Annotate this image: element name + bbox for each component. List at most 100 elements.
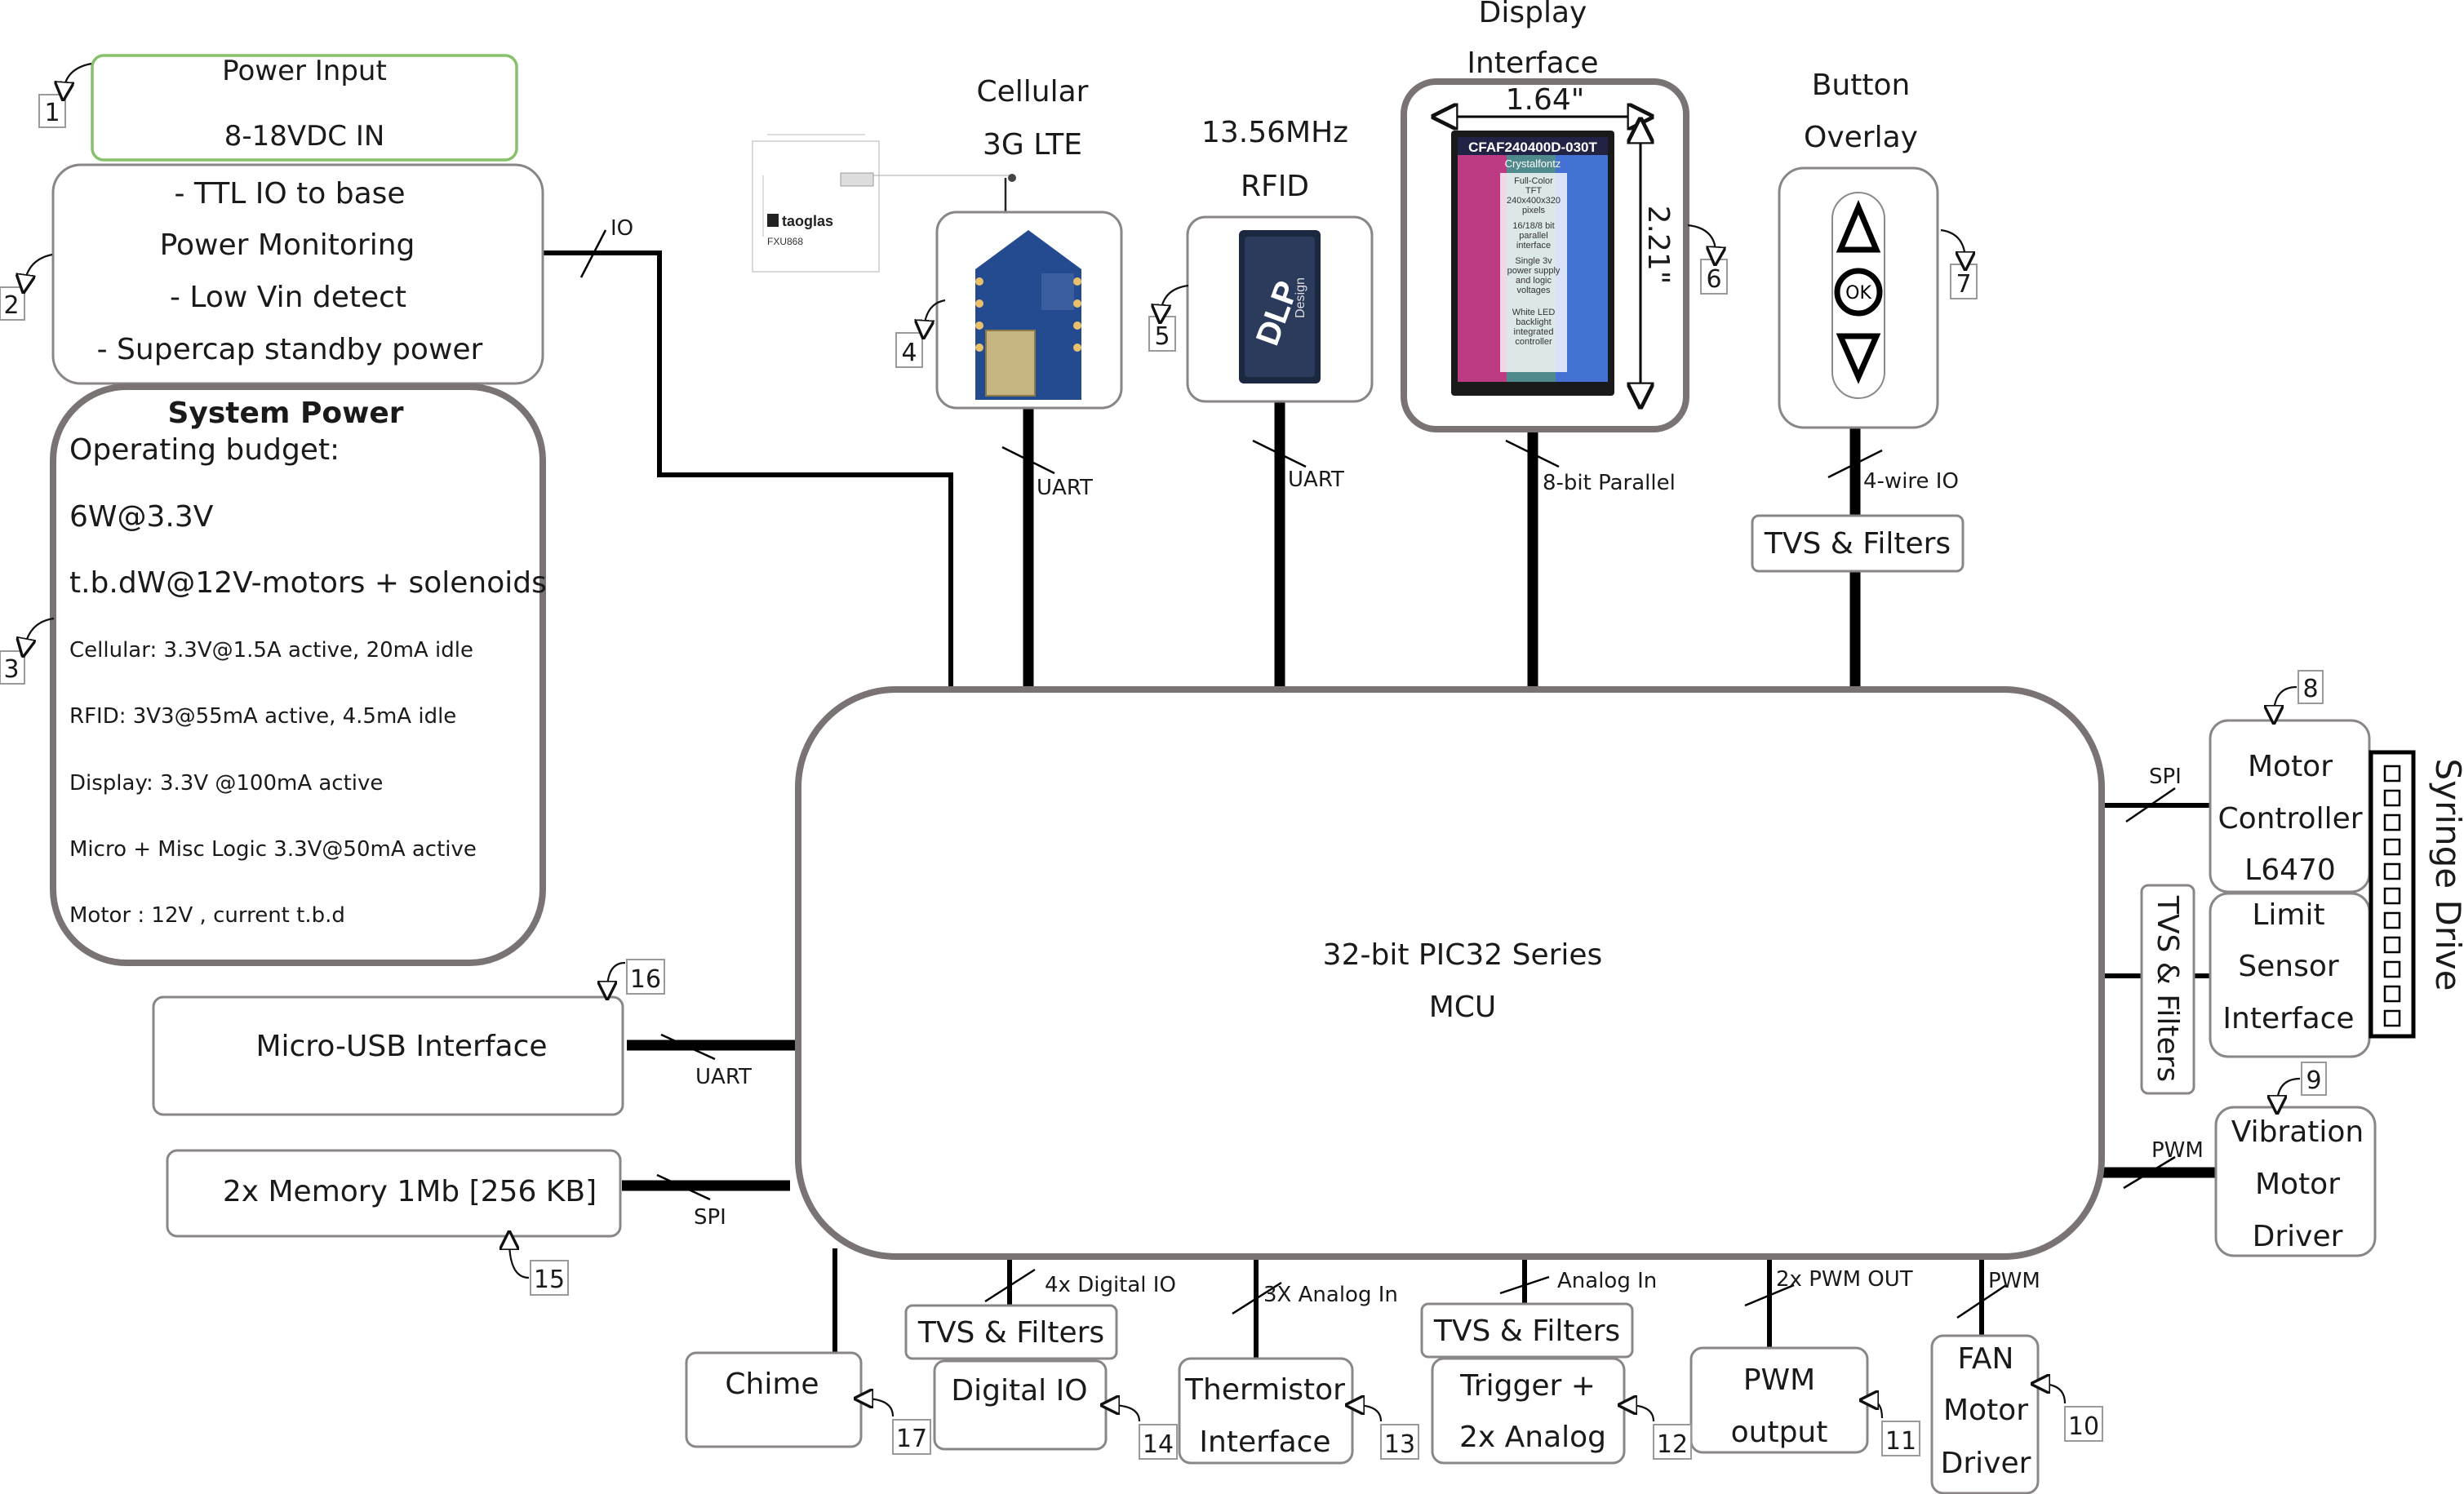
digital-io-block: TVS & Filters Digital IO <box>904 1304 1118 1451</box>
screen-line: Full-Color <box>1514 176 1553 186</box>
tag-10-label: 10 <box>2068 1412 2099 1441</box>
trigger-tvs-label: TVS & Filters <box>1433 1314 1620 1348</box>
fan-motor-box <box>1930 1334 2040 1494</box>
vibration-pwm-label: PWM <box>2151 1138 2204 1163</box>
fan-motor-line-2: Motor <box>1943 1394 2028 1427</box>
thermistor-block: Thermistor Interface <box>1178 1357 1354 1465</box>
cellular-block: Cellular 3G LTE taoglas FXU868 <box>752 75 1123 410</box>
rfid-bus-label: UART <box>1288 468 1344 492</box>
system-power-cellular: Cellular: 3.3V@1.5A active, 20mA idle <box>69 638 473 663</box>
tag-2-arrow <box>24 253 53 284</box>
system-power-line-1: Operating budget: <box>69 433 340 467</box>
tag-10-arrow <box>2040 1384 2067 1404</box>
screen-model: CFAF240400D-030T <box>1468 140 1597 155</box>
chime-block: Chime <box>685 1351 863 1448</box>
base-io-line-4: - Supercap standby power <box>97 333 483 366</box>
motor-controller-line-1: Motor <box>2248 750 2333 783</box>
base-io-line-2: Power Monitoring <box>160 228 415 262</box>
motor-spi-label: SPI <box>2149 765 2182 789</box>
micro-usb-box <box>152 995 624 1116</box>
tag-3-arrow <box>24 617 55 648</box>
syringe-cells <box>2383 765 2401 1027</box>
down-arrow-icon <box>1836 333 1881 384</box>
tag-14-label: 14 <box>1143 1430 1174 1459</box>
memory-box <box>166 1149 622 1238</box>
tag-15-arrow <box>509 1240 530 1279</box>
up-arrow-icon <box>1836 200 1881 253</box>
usb-bus-label: UART <box>695 1065 752 1089</box>
digital-io-tvs-box <box>904 1304 1118 1360</box>
cellular-title-2: 3G LTE <box>983 128 1082 162</box>
tag-12-label: 12 <box>1657 1430 1688 1459</box>
screen-line: controller <box>1515 337 1552 347</box>
system-power-line-2: 6W@3.3V <box>69 500 214 534</box>
tag-14 <box>1139 1424 1178 1460</box>
tag-17 <box>892 1419 931 1455</box>
tag-15 <box>530 1260 569 1296</box>
xbee-module-image <box>975 230 1081 400</box>
ok-button-icon <box>1834 268 1883 317</box>
limit-sensor-line-2: Sensor <box>2238 950 2339 983</box>
base-io-line-1: - TTL IO to base <box>174 177 405 211</box>
tag-4-label: 4 <box>901 339 917 367</box>
tag-17-arrow <box>864 1399 895 1417</box>
antenna-brand: taoglas <box>782 213 833 229</box>
tag-8-label: 8 <box>2302 675 2318 703</box>
tag-8 <box>2298 670 2324 704</box>
thermistor-bus-label: 3X Analog In <box>1263 1283 1398 1307</box>
micro-usb-block: Micro-USB Interface <box>152 995 624 1116</box>
digital-io-bus-label: 4x Digital IO <box>1045 1273 1176 1297</box>
tag-1-label: 1 <box>44 99 60 127</box>
limit-sensor-block: Limit Sensor Interface TVS & Filters <box>2140 884 2371 1095</box>
button-tvs-filter-label: TVS & Filters <box>1764 527 1951 561</box>
button-tvs-filter-box <box>1751 514 1965 573</box>
pwm-out-bus-label: 2x PWM OUT <box>1776 1267 1913 1292</box>
system-power-motor: Motor : 12V , current t.b.d <box>69 903 345 928</box>
tag-13-label: 13 <box>1384 1430 1415 1459</box>
tag-14-arrow <box>1110 1405 1141 1422</box>
chime-label: Chime <box>725 1368 819 1401</box>
digital-io-label: Digital IO <box>951 1374 1087 1408</box>
limit-sensor-line-3: Interface <box>2222 1002 2354 1035</box>
button-bus-label: 4-wire IO <box>1863 469 1959 494</box>
tag-12-arrow <box>1627 1405 1655 1422</box>
system-power-line-3: t.b.dW@12V-motors + solenoids <box>69 566 547 600</box>
tag-17-label: 17 <box>896 1425 927 1453</box>
syringe-drive-label: Syringe Drive <box>2428 759 2464 991</box>
rfid-title-2: RFID <box>1241 170 1309 203</box>
tag-11-arrow <box>1869 1400 1884 1419</box>
tag-11-label: 11 <box>1885 1427 1916 1456</box>
rfid-block: 13.56MHz RFID DLP Design <box>1186 116 1374 403</box>
tag-13 <box>1380 1424 1419 1460</box>
mcu-line-2: MCU <box>1429 991 1497 1024</box>
tag-16-label: 16 <box>630 965 661 994</box>
vibration-line-3: Driver <box>2253 1220 2343 1253</box>
tag-9-arrow <box>2277 1077 2301 1105</box>
tag-12 <box>1653 1424 1692 1460</box>
button-overlay-block: Button Overlay OK TVS & Filters <box>1751 69 1965 573</box>
ok-label: OK <box>1845 283 1871 304</box>
display-title-2: Interface <box>1467 47 1598 80</box>
display-title-1: Display <box>1479 0 1587 29</box>
display-width-label: 1.64" <box>1506 83 1585 117</box>
tag-11 <box>1881 1421 1920 1456</box>
tag-5-label: 5 <box>1154 322 1170 351</box>
cellular-title-1: Cellular <box>977 75 1089 109</box>
rfid-module-sub: Design <box>1294 277 1307 318</box>
button-overlay-title-1: Button <box>1812 69 1911 102</box>
screen-line: backlight <box>1516 317 1551 327</box>
tag-9 <box>2301 1062 2327 1096</box>
micro-usb-label: Micro-USB Interface <box>255 1030 547 1063</box>
system-power-micro: Micro + Misc Logic 3.3V@50mA active <box>69 837 477 862</box>
screen-line: TFT <box>1525 186 1542 196</box>
tag-13-arrow <box>1355 1405 1383 1422</box>
antenna-model: FXU868 <box>767 236 803 247</box>
reference-tags: 1 2 3 4 5 6 7 8 9 10 <box>0 62 2327 1460</box>
system-power-block: System Power Operating budget: 6W@3.3V t… <box>50 383 547 966</box>
screen-line: parallel <box>1519 231 1547 241</box>
pwm-output-line-1: PWM <box>1743 1363 1815 1397</box>
antenna-thumbnail: taoglas FXU868 <box>752 134 1016 273</box>
system-power-rfid: RFID: 3V3@55mA active, 4.5mA idle <box>69 704 456 729</box>
pwm-output-block: PWM output <box>1689 1346 1869 1454</box>
